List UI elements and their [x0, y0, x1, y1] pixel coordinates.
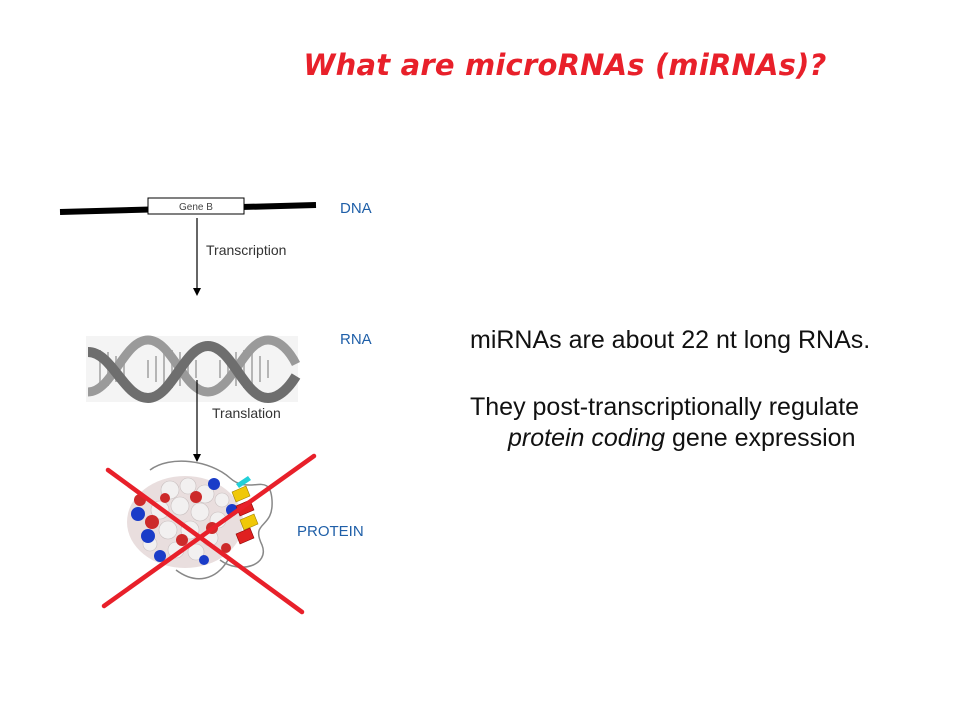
- rna-helix-icon: [86, 335, 301, 404]
- gene-box-label: Gene B: [179, 202, 213, 213]
- bullet-mirna-function-part1: They post-transcriptionally regulate: [470, 393, 860, 421]
- slide-title: What are microRNAs (miRNAs)?: [303, 48, 827, 82]
- protein-structure-icon: [127, 460, 273, 580]
- translation-arrow-icon: [193, 380, 201, 462]
- dna-label: DNA: [340, 200, 372, 217]
- protein-label: PROTEIN: [297, 523, 364, 540]
- translation-label: Translation: [212, 405, 281, 421]
- bullet-mirna-length: miRNAs are about 22 nt long RNAs.: [470, 325, 930, 356]
- bullet-mirna-function-part2: gene expression: [665, 424, 856, 452]
- dna-strand-icon: [59, 197, 317, 215]
- bullet-mirna-length-text: miRNAs are about 22 nt long RNAs.: [470, 326, 871, 354]
- bullet-mirna-function: They post-transcriptionally regulate pro…: [470, 392, 930, 454]
- transcription-arrow-icon: [193, 218, 201, 296]
- bullet-list: miRNAs are about 22 nt long RNAs. They p…: [470, 325, 930, 490]
- bullet-mirna-function-emphasis: protein coding: [508, 424, 666, 452]
- transcription-label: Transcription: [206, 242, 287, 258]
- red-cross-icon: [101, 453, 317, 615]
- rna-label: RNA: [340, 331, 372, 348]
